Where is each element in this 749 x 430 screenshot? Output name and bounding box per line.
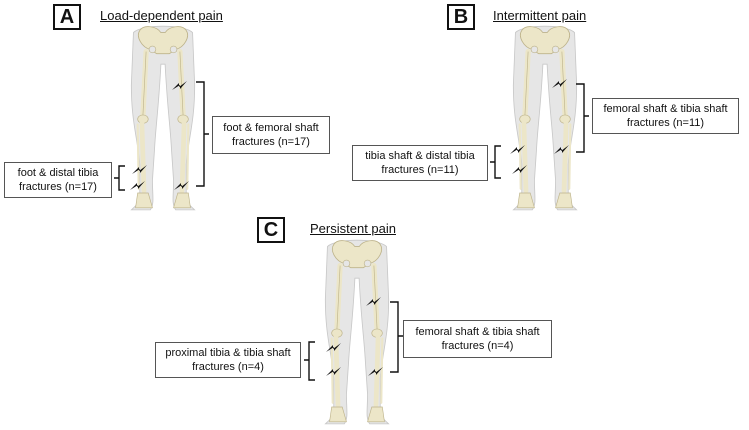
lightning-fracture-icon xyxy=(366,297,381,306)
bracket xyxy=(576,83,589,153)
lightning-fracture-icon xyxy=(174,181,189,190)
bracket xyxy=(304,341,315,381)
panel-c-letter: C xyxy=(257,217,285,243)
panel-b-label-tibia-shaft-distal: tibia shaft & distal tibia fractures (n=… xyxy=(352,145,488,181)
panel-b-label-femoral-tibia-shaft: femoral shaft & tibia shaft fractures (n… xyxy=(592,98,739,134)
lightning-fracture-icon xyxy=(326,367,341,376)
bracket xyxy=(114,165,125,191)
lightning-fracture-icon xyxy=(368,367,383,376)
panel-c-label-proximal-tibia-shaft: proximal tibia & tibia shaft fractures (… xyxy=(155,342,301,378)
panel-a-letter: A xyxy=(53,4,81,30)
bracket xyxy=(490,145,501,179)
panel-c-label-femoral-tibia-shaft: femoral shaft & tibia shaft fractures (n… xyxy=(403,320,552,358)
bracket xyxy=(390,301,403,373)
panel-a-label-foot-distal-tibia: foot & distal tibia fractures (n=17) xyxy=(4,162,112,198)
panel-a-label-foot-femoral: foot & femoral shaft fractures (n=17) xyxy=(212,116,330,154)
lightning-fracture-icon xyxy=(172,81,187,90)
panel-a-title: Load-dependent pain xyxy=(100,8,223,23)
lightning-fracture-icon xyxy=(512,165,527,174)
lightning-fracture-icon xyxy=(554,145,569,154)
lightning-fracture-icon xyxy=(132,165,147,174)
bracket xyxy=(196,81,209,187)
panel-c-title: Persistent pain xyxy=(310,221,396,236)
lightning-fracture-icon xyxy=(326,343,341,352)
lightning-fracture-icon xyxy=(510,145,525,154)
lightning-fracture-icon xyxy=(552,79,567,88)
panel-b-title: Intermittent pain xyxy=(493,8,587,23)
lightning-fracture-icon xyxy=(130,181,145,190)
panel-c-leg-skeleton xyxy=(314,236,400,426)
panel-b-letter: B xyxy=(447,4,475,30)
